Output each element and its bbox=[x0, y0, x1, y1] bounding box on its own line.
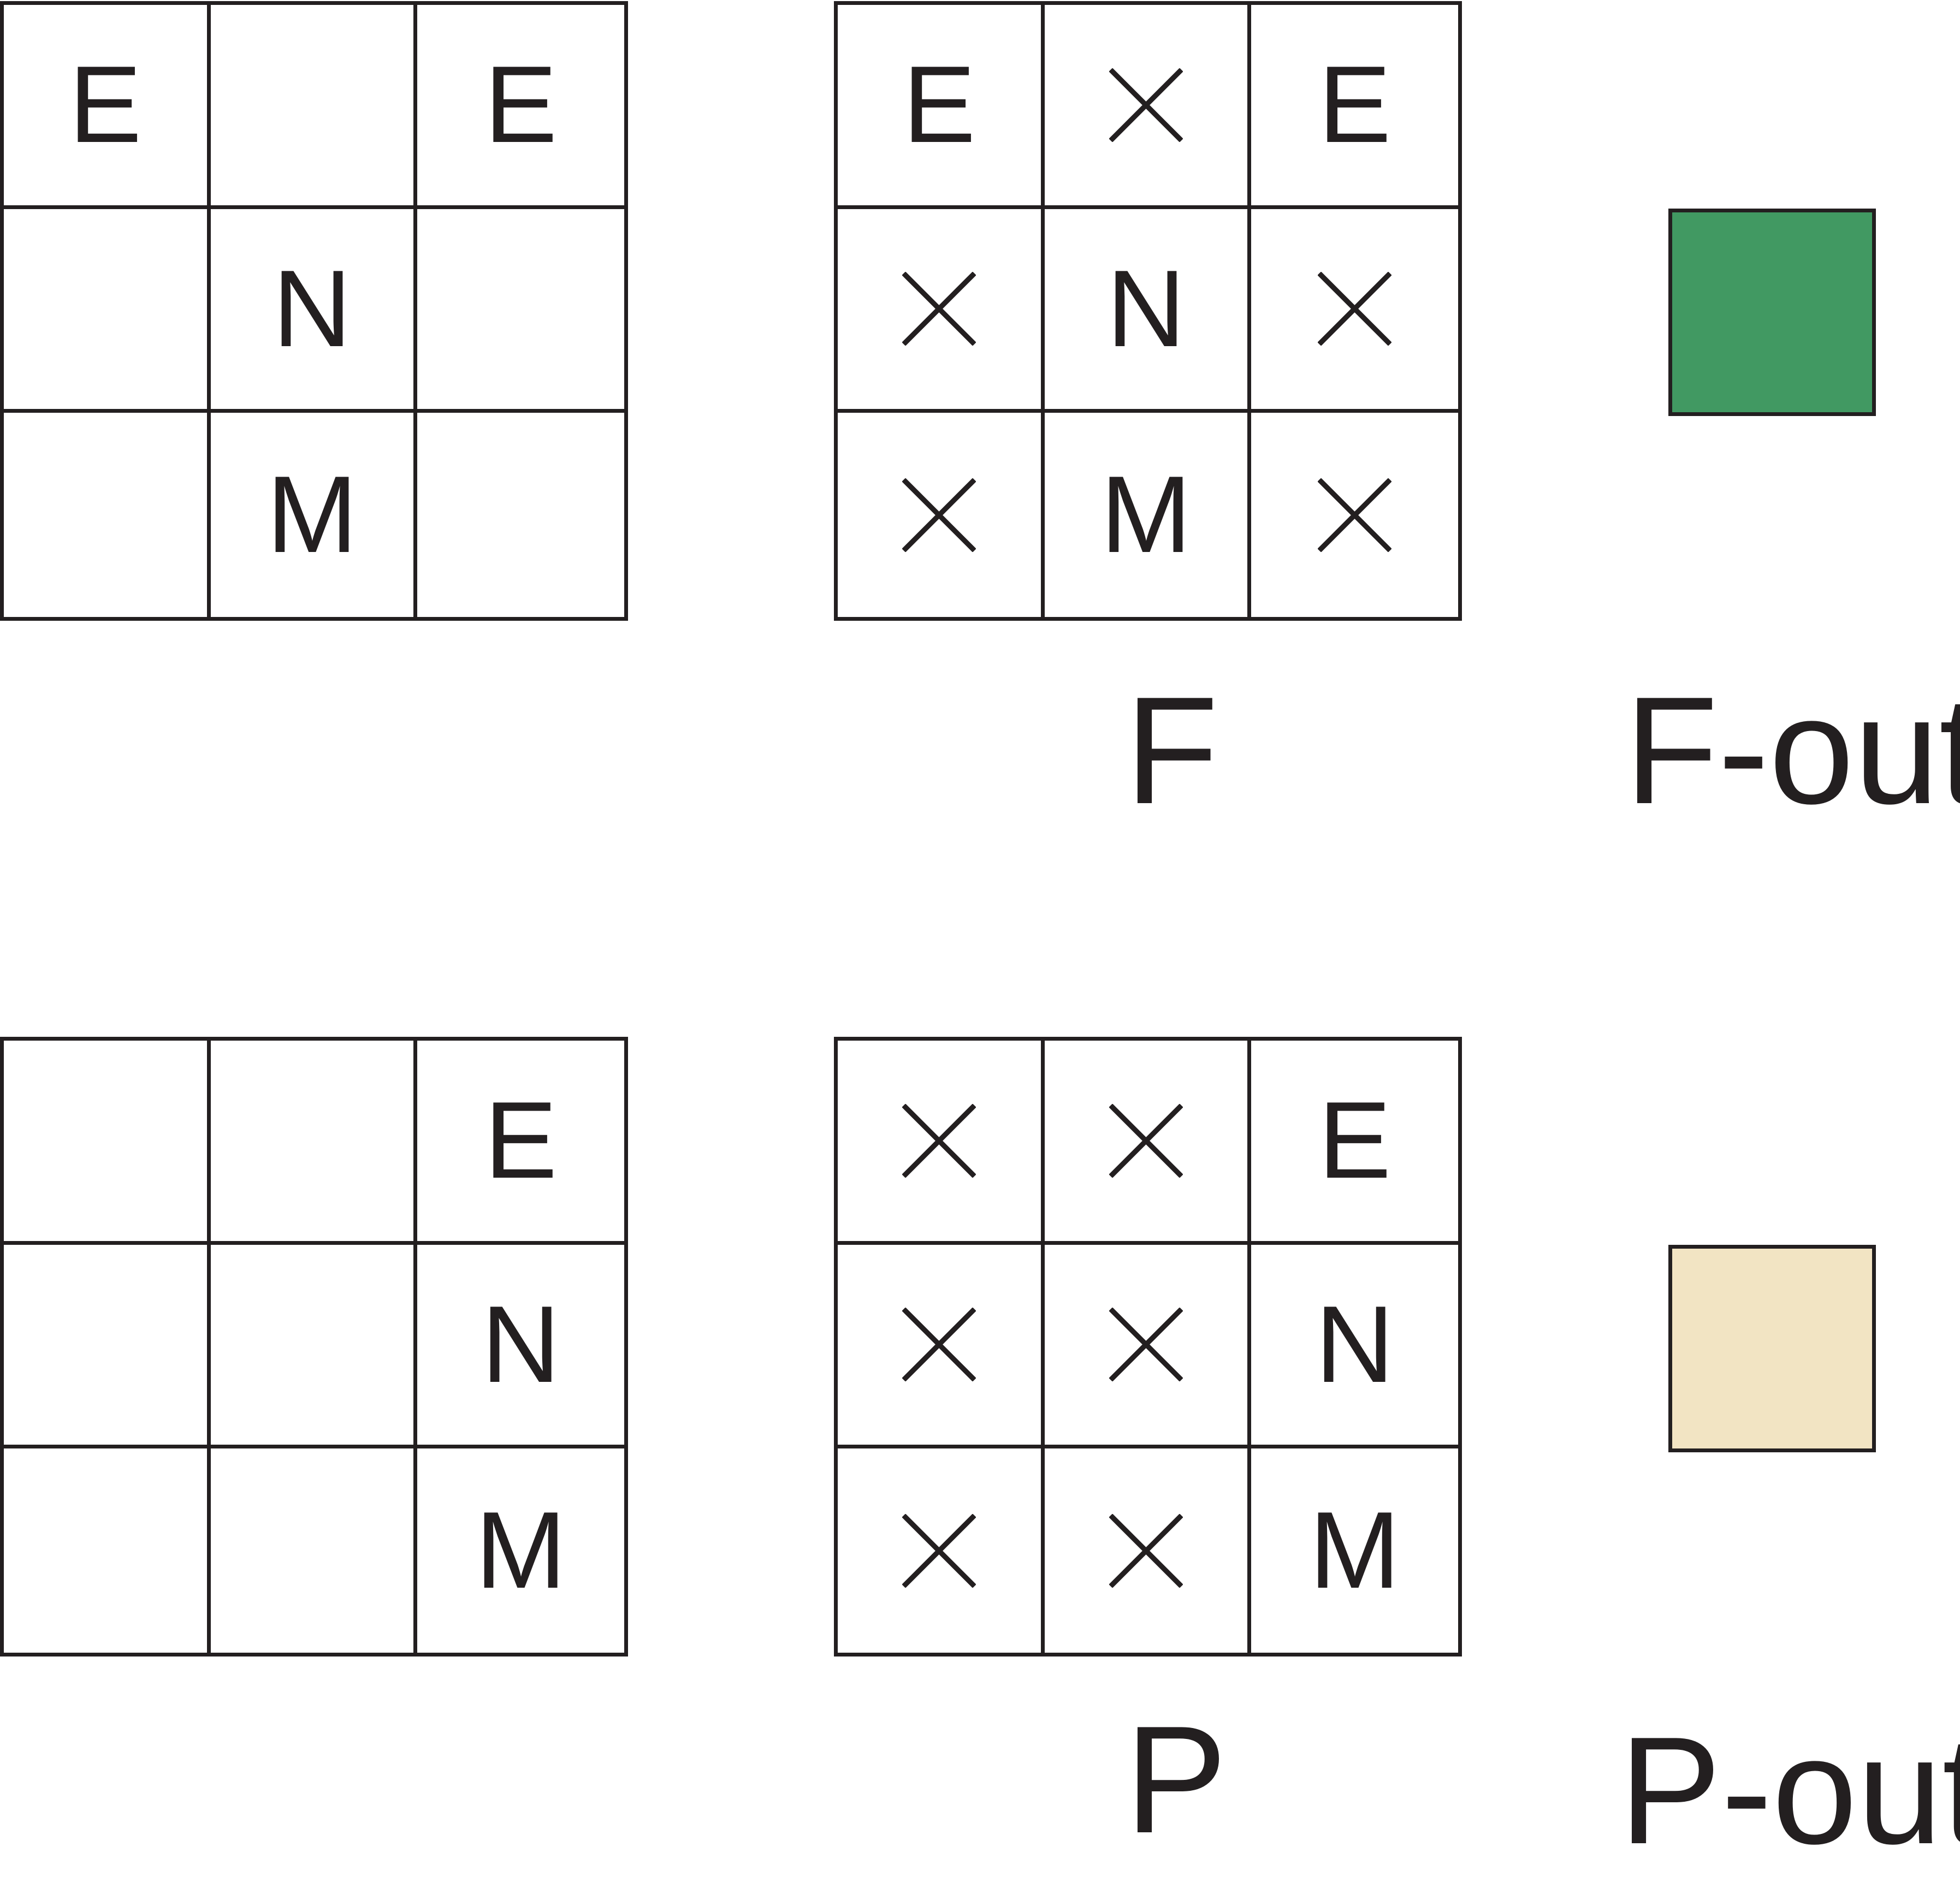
cross-icon bbox=[902, 1308, 976, 1382]
grid-cell: N bbox=[1251, 1245, 1458, 1449]
cell-letter: N bbox=[273, 247, 352, 370]
grid-cell bbox=[1044, 1244, 1252, 1449]
grid-cell bbox=[1251, 209, 1458, 413]
grid-cell bbox=[210, 1041, 418, 1245]
grid-cell bbox=[4, 1244, 211, 1449]
cell-letter: N bbox=[1106, 247, 1186, 370]
grid-cell: M bbox=[1045, 413, 1252, 617]
cross-icon bbox=[1318, 478, 1392, 552]
cross-icon bbox=[1109, 1103, 1183, 1178]
cross-icon bbox=[902, 478, 976, 552]
grid-cell bbox=[1045, 1448, 1252, 1653]
cell-letter: N bbox=[1315, 1283, 1394, 1405]
label-p-out: P-out bbox=[1619, 1706, 1960, 1876]
grid-cell: E bbox=[1251, 5, 1458, 209]
grid-cell bbox=[838, 413, 1045, 617]
cross-icon bbox=[1109, 1308, 1183, 1382]
grid-cell bbox=[1251, 413, 1458, 617]
cell-letter: M bbox=[475, 1489, 566, 1612]
grid-cell: N bbox=[210, 209, 418, 413]
grid-cell bbox=[4, 1041, 211, 1245]
grid-cell: M bbox=[211, 413, 418, 617]
grid-cell bbox=[838, 1244, 1045, 1449]
cell-letter: E bbox=[484, 1079, 558, 1202]
cross-icon bbox=[1318, 272, 1392, 346]
grid-cell bbox=[4, 209, 211, 413]
grid-cell: M bbox=[417, 1448, 624, 1653]
grid-cell bbox=[417, 209, 624, 413]
cell-letter: E bbox=[1318, 44, 1391, 166]
grid-cell: E bbox=[4, 5, 211, 209]
grid-cell bbox=[4, 413, 211, 617]
grid-cell bbox=[210, 1244, 418, 1449]
cell-letter: N bbox=[481, 1283, 560, 1405]
cross-icon bbox=[902, 1103, 976, 1178]
cross-icon bbox=[902, 272, 976, 346]
grid-cell: E bbox=[838, 5, 1045, 209]
cell-letter: M bbox=[1309, 1489, 1400, 1612]
grid-cell bbox=[210, 5, 418, 209]
p-out-swatch bbox=[1668, 1245, 1876, 1452]
cell-letter: E bbox=[69, 44, 142, 166]
grid-cell: E bbox=[417, 1041, 624, 1245]
grid-cell bbox=[4, 1448, 211, 1653]
grid-cell bbox=[838, 209, 1045, 413]
grid-cell: E bbox=[417, 5, 624, 209]
grid-cell: N bbox=[417, 1245, 624, 1449]
label-f: F bbox=[1125, 666, 1219, 836]
grid-cell bbox=[1044, 1041, 1252, 1245]
grid-cell: M bbox=[1251, 1448, 1458, 1653]
label-p: P bbox=[1125, 1695, 1227, 1865]
cell-letter: E bbox=[903, 44, 976, 166]
f-out-swatch bbox=[1668, 209, 1876, 416]
grid-cell bbox=[417, 413, 624, 617]
grid-cell: E bbox=[1251, 1041, 1458, 1245]
cell-letter: E bbox=[1318, 1079, 1391, 1202]
cross-icon bbox=[902, 1513, 976, 1588]
grid-cell bbox=[1044, 5, 1252, 209]
cross-icon bbox=[1109, 68, 1183, 142]
cell-letter: M bbox=[267, 454, 358, 576]
cross-icon bbox=[1109, 1513, 1183, 1588]
grid-cell bbox=[838, 1041, 1045, 1245]
cell-letter: M bbox=[1100, 454, 1192, 576]
grid-cell bbox=[211, 1448, 418, 1653]
label-f-out: F-out bbox=[1625, 666, 1960, 836]
grid-cell: N bbox=[1044, 209, 1252, 413]
grid-cell bbox=[838, 1448, 1045, 1653]
cell-letter: E bbox=[484, 44, 558, 166]
